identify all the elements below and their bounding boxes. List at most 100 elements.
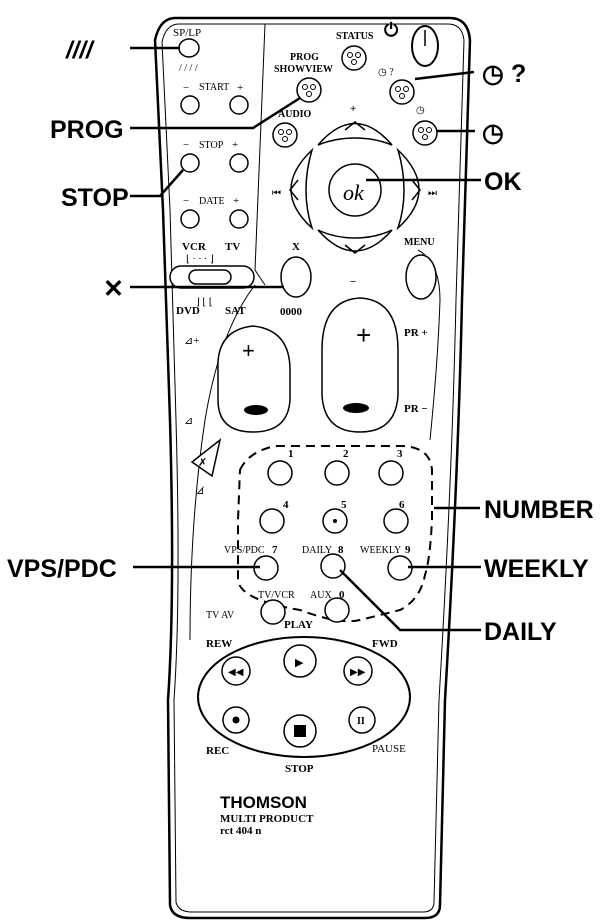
sp-lp-mark: / / / /: [179, 63, 198, 74]
model-line-1: MULTI PRODUCT: [220, 813, 314, 825]
vps-pdc-callout: VPS/PDC: [7, 555, 117, 583]
mute-small-icon: ⊿̸: [196, 486, 204, 497]
dpad-down[interactable]: [317, 229, 393, 252]
clock-query-callout-mark: ?: [511, 60, 526, 88]
weekly-callout: WEEKLY: [484, 555, 589, 583]
stop-label: STOP: [199, 140, 224, 151]
date-plus-button[interactable]: [229, 209, 249, 229]
clock-query-button[interactable]: [389, 79, 415, 105]
tv-vcr-button[interactable]: [260, 599, 286, 625]
num-3-button[interactable]: [378, 460, 404, 486]
remote-body: [153, 16, 472, 920]
num-2-button[interactable]: [324, 460, 350, 486]
start-minus-button[interactable]: [180, 95, 200, 115]
mode-ticks-bottom: ⌋ ⌊ ⌊: [196, 297, 213, 308]
num-3-label: 3: [397, 448, 403, 460]
num-8-button[interactable]: [320, 553, 346, 579]
pause-icon: II: [357, 716, 365, 727]
sp-lp-button[interactable]: [178, 38, 200, 58]
menu-button[interactable]: [405, 254, 437, 300]
date-minus-button[interactable]: [180, 209, 200, 229]
dpad-right[interactable]: [396, 147, 420, 231]
num-6-button[interactable]: [383, 508, 409, 534]
stop-plus-button[interactable]: [229, 153, 249, 173]
dpad-plus: +: [350, 103, 356, 115]
dpad-up[interactable]: [317, 122, 393, 146]
prog-callout: PROG: [50, 116, 124, 144]
prog-showview-label-2: SHOWVIEW: [274, 64, 333, 75]
record-icon: [232, 716, 240, 724]
clock-query-callout-icon: ◷: [482, 60, 504, 88]
start-plus-button[interactable]: [229, 95, 249, 115]
lower-region-curve: [189, 284, 256, 641]
clock-callout-icon: ◷: [482, 119, 504, 147]
fwd-label: FWD: [372, 638, 398, 650]
aux-label: AUX: [310, 590, 332, 601]
audio-label: AUDIO: [278, 109, 312, 120]
volume-plus: +: [242, 338, 255, 363]
clock-query-small-icon: ◷ ?: [378, 67, 394, 78]
x-callout: ✕: [103, 275, 124, 303]
fast-forward-button[interactable]: [343, 656, 373, 686]
ok-button[interactable]: [328, 163, 382, 217]
prog-showview-button[interactable]: [296, 77, 322, 103]
clock-small-icon: ◷: [416, 105, 425, 116]
date-label: DATE: [199, 196, 225, 207]
program-rocker[interactable]: [321, 297, 399, 433]
play-icon: ▶: [295, 657, 304, 669]
rewind-icon: ◀◀: [228, 667, 244, 678]
pause-label: PAUSE: [372, 743, 406, 755]
volume-down-icon: ⊿: [184, 415, 193, 427]
menu-label: MENU: [404, 237, 435, 248]
num-0-label: 0: [339, 589, 345, 601]
dpad-minus: −: [350, 276, 356, 288]
stop-icon: [294, 725, 306, 737]
pr-minus-label: PR −: [404, 403, 428, 415]
dpad-left[interactable]: [290, 147, 314, 231]
num-1-button[interactable]: [267, 460, 293, 486]
pause-button[interactable]: [348, 706, 376, 734]
num-4-label: 4: [283, 499, 289, 511]
play-button[interactable]: [283, 644, 317, 678]
num-7-label: 7: [272, 544, 278, 556]
skip-back-icon: ⏮: [272, 188, 281, 199]
pr-plus-label: PR +: [404, 327, 428, 339]
start-label: START: [199, 82, 229, 93]
sp-lp-callout-icon: ////: [65, 37, 95, 64]
tv-av-label: TV AV: [206, 610, 235, 621]
audio-button[interactable]: [272, 122, 298, 148]
x-button[interactable]: [280, 256, 312, 298]
brand-logo: THOMSON: [220, 793, 307, 812]
skip-forward-icon: ⏭: [428, 188, 437, 199]
power-icon: ⏻: [384, 20, 399, 40]
zeros-label: 0000: [280, 306, 303, 318]
status-label: STATUS: [336, 31, 374, 42]
num-9-label: 9: [405, 544, 411, 556]
num-0-button[interactable]: [324, 597, 350, 623]
volume-rocker[interactable]: [217, 325, 291, 433]
num-1-label: 1: [288, 448, 294, 460]
prog-showview-label-1: PROG: [290, 52, 319, 63]
num-8-prefix: DAILY: [302, 545, 332, 556]
num-4-button[interactable]: [259, 508, 285, 534]
model-line-2: rct 404 n: [220, 825, 261, 837]
status-button[interactable]: [341, 45, 367, 71]
daily-callout: DAILY: [484, 618, 557, 646]
start-minus: −: [183, 82, 189, 94]
stop-callout: STOP: [61, 184, 129, 212]
mute-button[interactable]: [190, 438, 222, 478]
mute-icon: ✗: [198, 457, 207, 469]
number-region: [237, 445, 433, 623]
ok-label: ok: [343, 180, 365, 205]
callout-lines: [130, 46, 481, 632]
x-label: X: [292, 241, 300, 253]
sp-lp-label: SP/LP: [173, 27, 201, 39]
mode-switch-knob[interactable]: [188, 269, 232, 285]
clock-button[interactable]: [412, 120, 438, 146]
num-8-label: 8: [338, 544, 344, 556]
rew-label: REW: [206, 638, 232, 650]
rewind-button[interactable]: [221, 656, 251, 686]
volume-minus-mark: [244, 405, 268, 415]
stop-minus-button[interactable]: [180, 153, 200, 173]
